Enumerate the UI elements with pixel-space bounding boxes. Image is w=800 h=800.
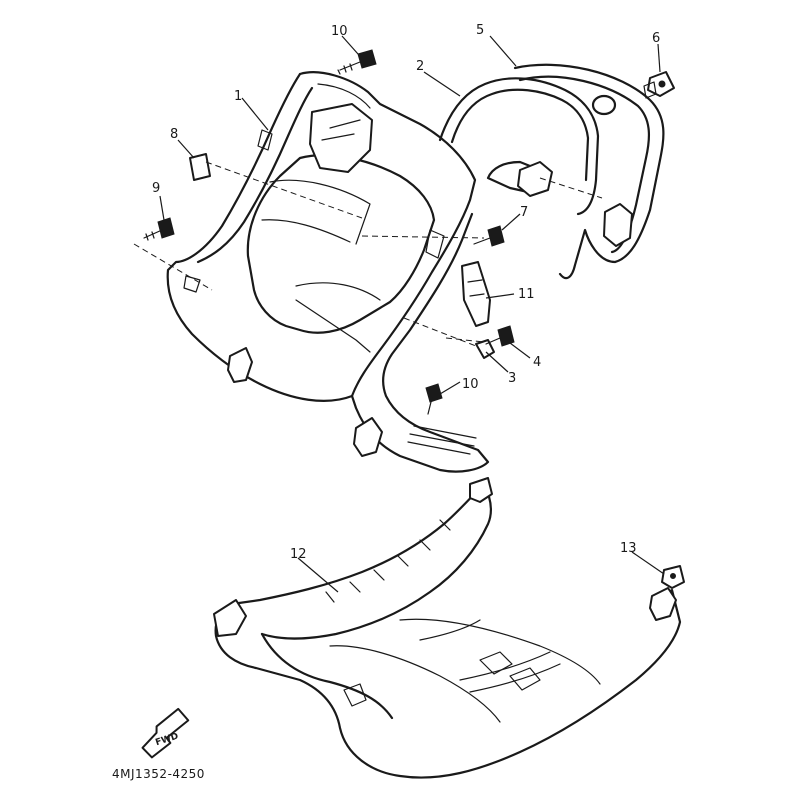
callout-8: 8 — [170, 127, 178, 142]
cover-hole — [591, 94, 617, 116]
cover-mount-tab — [603, 203, 633, 247]
footboard-front-tab — [213, 599, 247, 637]
callout-numbers: 10 5 6 2 1 8 9 7 11 4 3 10 12 13 — [152, 23, 660, 562]
part-7-screw — [473, 225, 505, 247]
shield-lower-tab-right — [353, 417, 383, 457]
callout-11: 11 — [518, 287, 535, 302]
part-11-bracket — [461, 261, 491, 327]
part-4-screw — [485, 325, 515, 347]
callout-1: 1 — [234, 89, 242, 104]
footboard-rear-tab — [649, 587, 677, 621]
footboard-top-tab — [469, 477, 493, 503]
part-13-nut — [661, 565, 685, 589]
callout-4: 4 — [533, 355, 541, 370]
callout-2: 2 — [416, 59, 424, 74]
shield-lower-tab-left — [227, 347, 253, 383]
part-1-leg-shield — [166, 71, 490, 473]
callout-9: 9 — [152, 181, 160, 196]
part-9-screw — [143, 217, 175, 241]
part-3-clip-nut — [475, 339, 495, 359]
leader-lines — [159, 35, 665, 593]
assembly-lines — [133, 161, 603, 347]
part-5-rear-cover — [513, 63, 665, 280]
fwd-direction-arrow: FWD — [141, 707, 190, 759]
callout-7: 7 — [520, 205, 528, 220]
callout-13: 13 — [620, 541, 637, 556]
callout-10-top: 10 — [331, 24, 348, 39]
callout-12: 12 — [290, 547, 307, 562]
diagram-part-number: 4MJ1352-4250 — [112, 767, 205, 781]
ring-clip — [517, 161, 553, 197]
callout-6: 6 — [652, 31, 660, 46]
callout-3: 3 — [508, 371, 516, 386]
part-6-grommet — [643, 71, 675, 99]
callout-5: 5 — [476, 23, 484, 38]
part-8-label — [189, 153, 211, 181]
part-12-footrest-board — [213, 477, 682, 779]
part-10-screw-lower — [425, 383, 443, 415]
part-10-screw-top — [337, 49, 377, 75]
part-2-trim-ring — [438, 77, 600, 216]
callout-10-lower: 10 — [462, 377, 479, 392]
